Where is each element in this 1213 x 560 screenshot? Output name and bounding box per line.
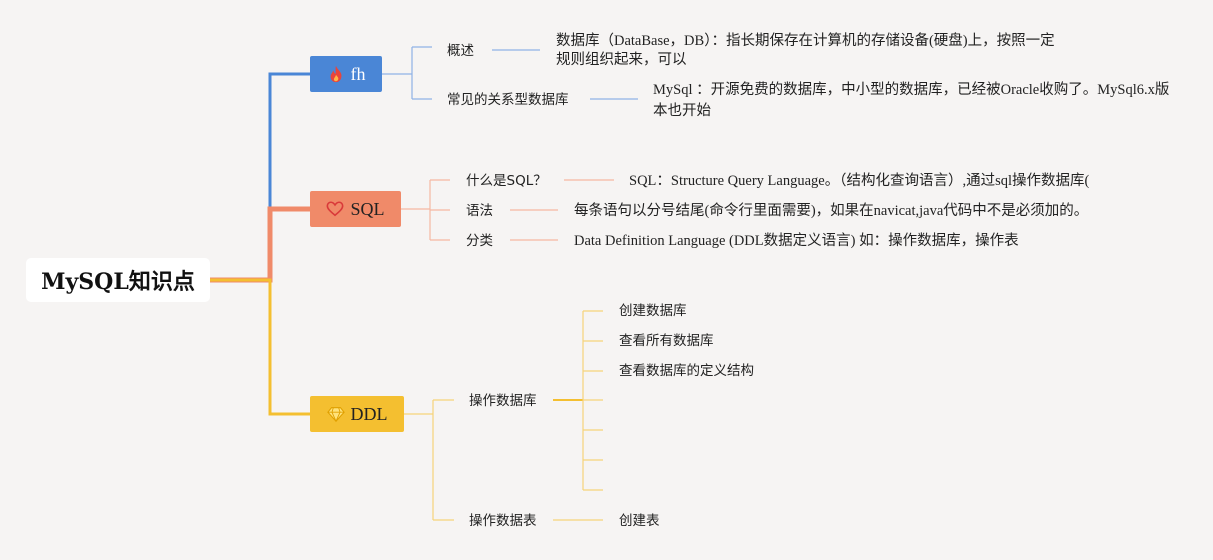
- connector-fh-details: [492, 49, 638, 100]
- branch-fh-label: fh: [350, 63, 366, 84]
- fh-rdbms-detail-line2: 本也开始: [653, 103, 711, 119]
- fh-rdbms-detail-line1: MySql ：开源免费的数据库，中小型的数据库，已经被Oracle收购了。MyS…: [653, 82, 1170, 98]
- sql-what-detail: SQL：Structure Query Language。（结构化查询语言）,通…: [629, 173, 1090, 189]
- root-node[interactable]: MySQL知识点: [26, 258, 210, 302]
- diamond-icon: [326, 405, 345, 423]
- fh-item-overview[interactable]: 概述: [447, 43, 474, 59]
- sql-item-syntax[interactable]: 语法: [466, 203, 493, 219]
- heart-icon: [326, 200, 344, 218]
- sql-item-what[interactable]: 什么是SQL？: [466, 173, 547, 189]
- ddl-db-child[interactable]: 查看数据库的定义结构: [619, 363, 754, 379]
- connector-sql-details: [510, 179, 614, 241]
- ddl-db-child[interactable]: 查看所有数据库: [619, 333, 714, 349]
- fh-overview-detail-line2: 规则组织起来，可以: [556, 52, 687, 68]
- branch-ddl[interactable]: DDL: [310, 396, 404, 432]
- branch-fh[interactable]: fh: [310, 56, 382, 92]
- fh-item-rdbms[interactable]: 常见的关系型数据库: [447, 92, 569, 108]
- connector-sql-items: [401, 179, 450, 241]
- connector-root-fh: [210, 72, 310, 282]
- ddl-item-db[interactable]: 操作数据库: [469, 393, 537, 409]
- branch-sql[interactable]: SQL: [310, 191, 401, 227]
- sql-syntax-detail: 每条语句以分号结尾(命令行里面需要)，如果在navicat,java代码中不是必…: [574, 203, 1089, 219]
- branch-sql-label: SQL: [350, 198, 385, 219]
- connector-ddl-db-children: [582, 310, 603, 491]
- connector-fh-items: [382, 46, 432, 100]
- fh-overview-detail-line1: 数据库（DataBase，DB）：指长期保存在计算机的存储设备(硬盘)上，按照一…: [556, 33, 1055, 49]
- flame-icon: [327, 65, 345, 83]
- connector-root-ddl: [210, 278, 310, 416]
- root-label: MySQL知识点: [41, 269, 195, 295]
- connector-root-sql: [210, 206, 310, 283]
- ddl-db-child[interactable]: 创建数据库: [619, 303, 687, 319]
- ddl-table-child[interactable]: 创建表: [619, 513, 660, 529]
- sql-item-category[interactable]: 分类: [466, 233, 493, 249]
- branch-ddl-label: DDL: [350, 403, 388, 424]
- sql-category-detail: Data Definition Language (DDL数据定义语言) 如：操…: [574, 233, 1019, 249]
- ddl-item-table[interactable]: 操作数据表: [469, 513, 537, 529]
- connector-ddl-items: [404, 399, 454, 521]
